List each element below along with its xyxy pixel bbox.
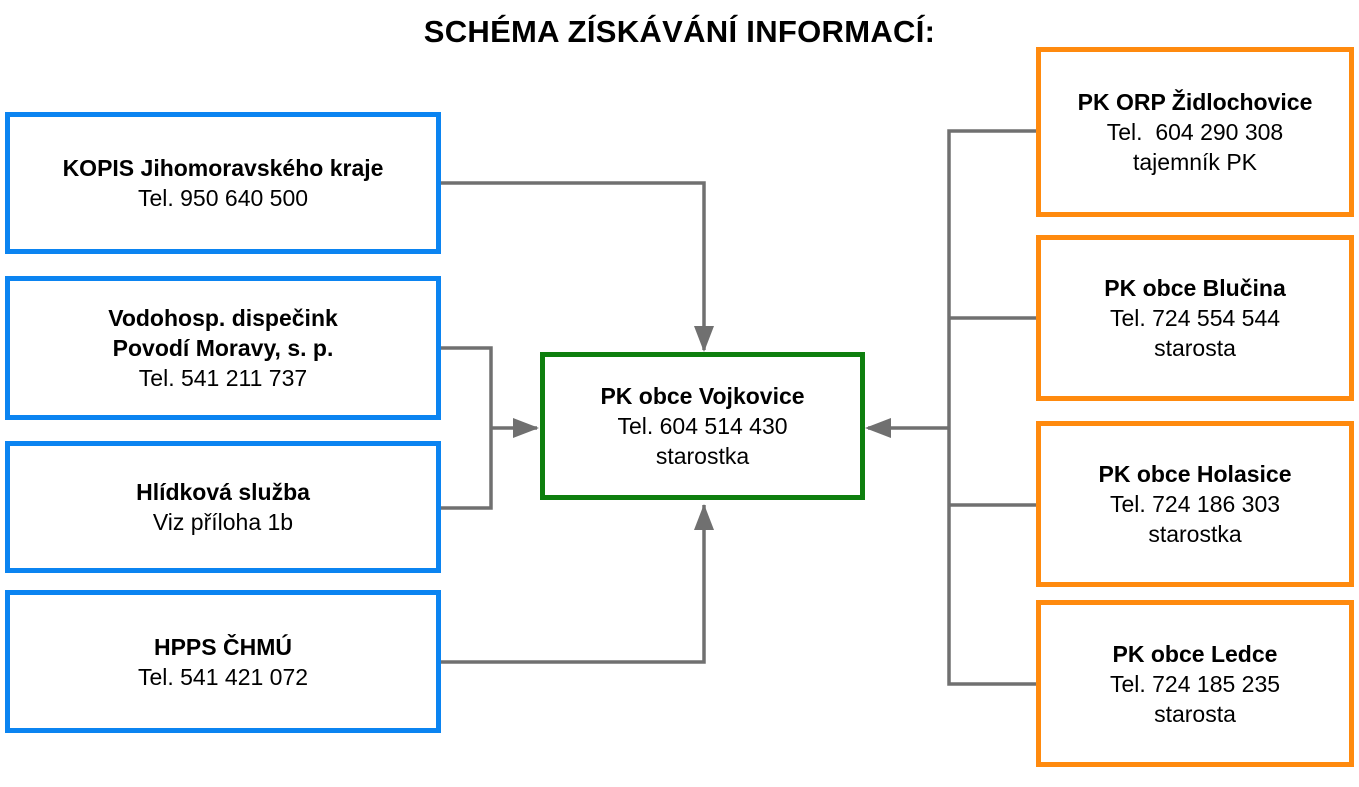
box-name: KOPIS Jihomoravského kraje bbox=[62, 155, 384, 181]
box-name: PK obce Ledce bbox=[1112, 640, 1278, 667]
box-name-line2: Povodí Moravy, s. p. bbox=[112, 335, 334, 361]
box-name: HPPS ČHMÚ bbox=[153, 633, 292, 660]
box-name: PK obce Vojkovice bbox=[600, 383, 805, 409]
arrowhead-top bbox=[694, 326, 714, 352]
box-phone: Tel. 541 211 737 bbox=[138, 365, 308, 391]
target-box-zidlochovice: PK ORP Židlochovice Tel. 604 290 308 taj… bbox=[1036, 47, 1354, 217]
connector-right-bus bbox=[947, 129, 1036, 686]
box-phone: Tel. 604 290 308 bbox=[1106, 119, 1284, 145]
arrowhead-bottom bbox=[694, 504, 714, 530]
box-role: starosta bbox=[1154, 335, 1236, 361]
connector-vodohosp bbox=[441, 346, 493, 510]
box-name: Vodohosp. dispečink bbox=[108, 305, 338, 331]
connector-hpps bbox=[441, 505, 706, 664]
source-box-kopis: KOPIS Jihomoravského kraje Tel. 950 640 … bbox=[5, 112, 441, 254]
diagram-title: SCHÉMA ZÍSKÁVÁNÍ INFORMACÍ: bbox=[423, 14, 936, 49]
box-phone: Tel. 724 185 235 bbox=[1109, 670, 1281, 697]
box-name: PK obce Holasice bbox=[1098, 461, 1292, 487]
box-phone: Tel. 724 554 544 bbox=[1109, 305, 1281, 331]
arrowhead-left bbox=[513, 418, 539, 438]
arrowhead-right bbox=[865, 418, 891, 438]
box-name: Hlídková služba bbox=[136, 479, 310, 505]
source-box-hlidkova: Hlídková služba Viz příloha 1b bbox=[5, 441, 441, 573]
box-note: Viz příloha 1b bbox=[152, 509, 294, 535]
target-box-ledce: PK obce Ledce Tel. 724 185 235 starosta bbox=[1036, 600, 1354, 767]
box-phone: Tel. 950 640 500 bbox=[137, 185, 309, 211]
box-role: starostka bbox=[655, 443, 750, 469]
box-role: tajemník PK bbox=[1133, 149, 1257, 175]
box-name: PK obce Blučina bbox=[1104, 275, 1286, 301]
box-role: starostka bbox=[1148, 521, 1242, 547]
connector-kopis bbox=[441, 181, 706, 350]
center-box-vojkovice: PK obce Vojkovice Tel. 604 514 430 staro… bbox=[540, 352, 865, 500]
box-phone: Tel. 604 514 430 bbox=[617, 413, 788, 439]
target-box-blucina: PK obce Blučina Tel. 724 554 544 starost… bbox=[1036, 235, 1354, 401]
box-phone: Tel. 724 186 303 bbox=[1109, 491, 1281, 517]
source-box-vodohosp: Vodohosp. dispečink Povodí Moravy, s. p.… bbox=[5, 276, 441, 420]
target-box-holasice: PK obce Holasice Tel. 724 186 303 staros… bbox=[1036, 421, 1354, 587]
box-phone: Tel. 541 421 072 bbox=[137, 663, 309, 690]
box-role: starosta bbox=[1154, 700, 1236, 727]
source-box-hpps: HPPS ČHMÚ Tel. 541 421 072 bbox=[5, 590, 441, 733]
box-name: PK ORP Židlochovice bbox=[1077, 89, 1313, 115]
